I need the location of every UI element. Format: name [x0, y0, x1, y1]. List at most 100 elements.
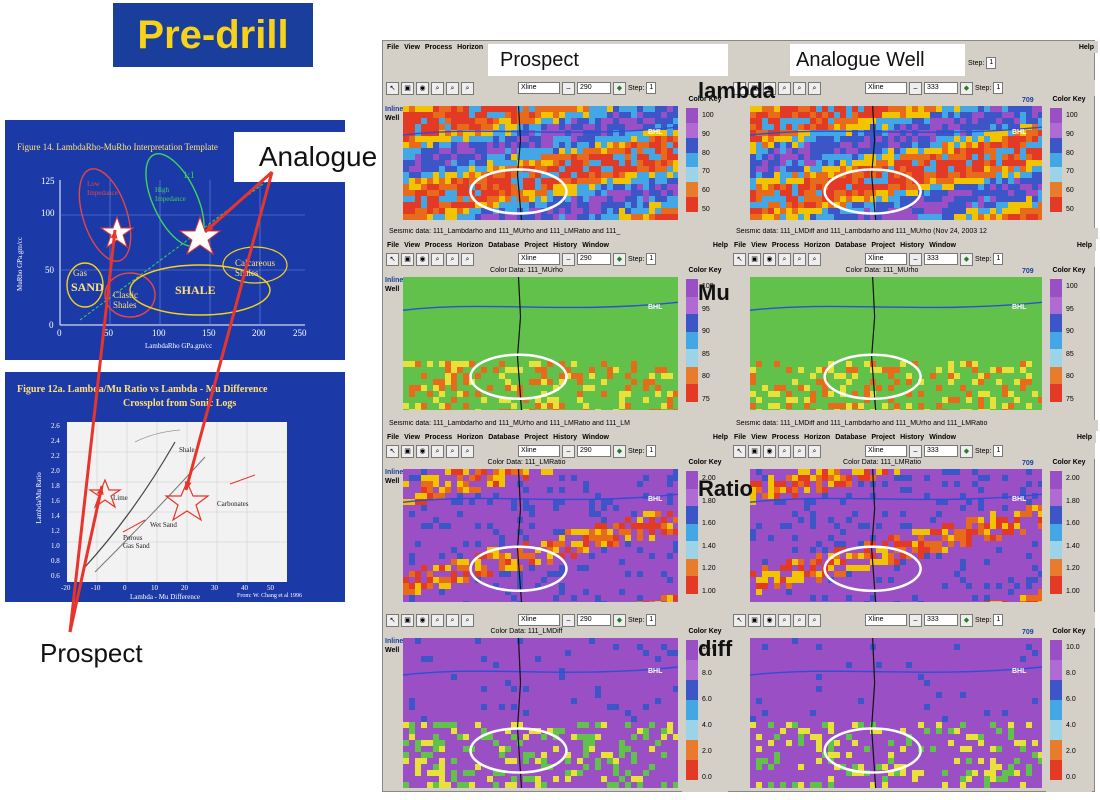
zoom-region-icon[interactable]: ⌕ [793, 81, 806, 95]
folder-icon[interactable]: ▣ [401, 252, 414, 266]
folder-icon[interactable]: ▣ [748, 613, 761, 627]
pointer-icon[interactable]: ↖ [733, 252, 746, 266]
xline-select[interactable]: Xline [518, 253, 560, 265]
menu-database[interactable]: Database [835, 241, 867, 249]
menu-window[interactable]: Window [929, 241, 956, 249]
eye-icon[interactable]: ◉ [763, 613, 776, 627]
menu-view[interactable]: View [751, 241, 767, 249]
increment-icon[interactable]: ◆ [613, 613, 626, 627]
xline-number-field[interactable]: 290 [577, 253, 611, 265]
menu-horizon[interactable]: Horizon [457, 241, 484, 249]
zoom-out-icon[interactable]: ⌕ [808, 81, 821, 95]
pointer-icon[interactable]: ↖ [386, 444, 399, 458]
menu-project[interactable]: Project [871, 241, 896, 249]
decrement-button[interactable]: – [562, 252, 575, 266]
zoom-in-icon[interactable]: ⌕ [778, 613, 791, 627]
xline-select[interactable]: Xline [865, 253, 907, 265]
menu-help[interactable]: Help [712, 433, 728, 441]
zoom-out-icon[interactable]: ⌕ [461, 81, 474, 95]
increment-icon[interactable]: ◆ [960, 444, 973, 458]
menu-view[interactable]: View [751, 433, 767, 441]
seismic-section[interactable] [750, 638, 1042, 788]
seismic-section[interactable] [750, 106, 1042, 220]
zoom-region-icon[interactable]: ⌕ [446, 252, 459, 266]
increment-icon[interactable]: ◆ [960, 252, 973, 266]
xline-select[interactable]: Xline [518, 445, 560, 457]
increment-icon[interactable]: ◆ [613, 81, 626, 95]
decrement-button[interactable]: – [562, 613, 575, 627]
xline-select[interactable]: Xline [865, 445, 907, 457]
zoom-in-icon[interactable]: ⌕ [778, 252, 791, 266]
folder-icon[interactable]: ▣ [401, 81, 414, 95]
menu-process[interactable]: Process [424, 43, 453, 51]
decrement-button[interactable]: – [909, 81, 922, 95]
zoom-region-icon[interactable]: ⌕ [793, 444, 806, 458]
pointer-icon[interactable]: ↖ [386, 81, 399, 95]
zoom-in-icon[interactable]: ⌕ [778, 81, 791, 95]
menu-process[interactable]: Process [771, 241, 800, 249]
seismic-section[interactable] [403, 638, 678, 788]
menu-database[interactable]: Database [488, 241, 520, 249]
menu-process[interactable]: Process [771, 433, 800, 441]
menu-history[interactable]: History [553, 241, 578, 249]
pointer-icon[interactable]: ↖ [386, 252, 399, 266]
menu-project[interactable]: Project [524, 241, 549, 249]
zoom-in-icon[interactable]: ⌕ [431, 444, 444, 458]
eye-icon[interactable]: ◉ [416, 252, 429, 266]
zoom-in-icon[interactable]: ⌕ [431, 613, 444, 627]
seismic-section[interactable] [403, 469, 678, 602]
xline-number-field[interactable]: 290 [577, 614, 611, 626]
step-field[interactable]: 1 [646, 445, 657, 457]
menu-project[interactable]: Project [871, 433, 896, 441]
eye-icon[interactable]: ◉ [416, 613, 429, 627]
zoom-out-icon[interactable]: ⌕ [808, 613, 821, 627]
eye-icon[interactable]: ◉ [416, 81, 429, 95]
xline-select[interactable]: Xline [518, 82, 560, 94]
step-field[interactable]: 1 [993, 614, 1004, 626]
folder-icon[interactable]: ▣ [401, 444, 414, 458]
menu-file[interactable]: File [387, 43, 400, 51]
eye-icon[interactable]: ◉ [763, 81, 776, 95]
menu-horizon[interactable]: Horizon [457, 43, 484, 51]
step-field[interactable]: 1 [993, 82, 1004, 94]
zoom-region-icon[interactable]: ⌕ [793, 613, 806, 627]
xline-select[interactable]: Xline [865, 82, 907, 94]
menu-horizon[interactable]: Horizon [804, 241, 831, 249]
increment-icon[interactable]: ◆ [613, 252, 626, 266]
eye-icon[interactable]: ◉ [763, 444, 776, 458]
zoom-in-icon[interactable]: ⌕ [431, 81, 444, 95]
menu-window[interactable]: Window [929, 433, 956, 441]
zoom-in-icon[interactable]: ⌕ [431, 252, 444, 266]
menu-history[interactable]: History [900, 433, 925, 441]
menu-database[interactable]: Database [835, 433, 867, 441]
menu-database[interactable]: Database [488, 433, 520, 441]
folder-icon[interactable]: ▣ [748, 444, 761, 458]
menu-view[interactable]: View [404, 241, 420, 249]
menu-help[interactable]: Help [1076, 241, 1092, 249]
xline-number-field[interactable]: 333 [924, 253, 958, 265]
decrement-button[interactable]: – [909, 252, 922, 266]
pointer-icon[interactable]: ↖ [733, 613, 746, 627]
menu-horizon[interactable]: Horizon [804, 433, 831, 441]
menu-process[interactable]: Process [424, 241, 453, 249]
zoom-region-icon[interactable]: ⌕ [793, 252, 806, 266]
folder-icon[interactable]: ▣ [748, 81, 761, 95]
zoom-region-icon[interactable]: ⌕ [446, 444, 459, 458]
zoom-region-icon[interactable]: ⌕ [446, 81, 459, 95]
top-step-control[interactable]: Step: 1 [968, 57, 997, 69]
pointer-icon[interactable]: ↖ [733, 81, 746, 95]
seismic-section[interactable] [403, 106, 678, 220]
menu-window[interactable]: Window [582, 433, 609, 441]
pointer-icon[interactable]: ↖ [386, 613, 399, 627]
step-field[interactable]: 1 [986, 57, 997, 69]
menu-view[interactable]: View [404, 433, 420, 441]
pointer-icon[interactable]: ↖ [733, 444, 746, 458]
seismic-section[interactable] [750, 469, 1042, 602]
increment-icon[interactable]: ◆ [960, 81, 973, 95]
eye-icon[interactable]: ◉ [416, 444, 429, 458]
step-field[interactable]: 1 [646, 82, 657, 94]
decrement-button[interactable]: – [909, 444, 922, 458]
decrement-button[interactable]: – [562, 444, 575, 458]
decrement-button[interactable]: – [562, 81, 575, 95]
xline-number-field[interactable]: 333 [924, 614, 958, 626]
